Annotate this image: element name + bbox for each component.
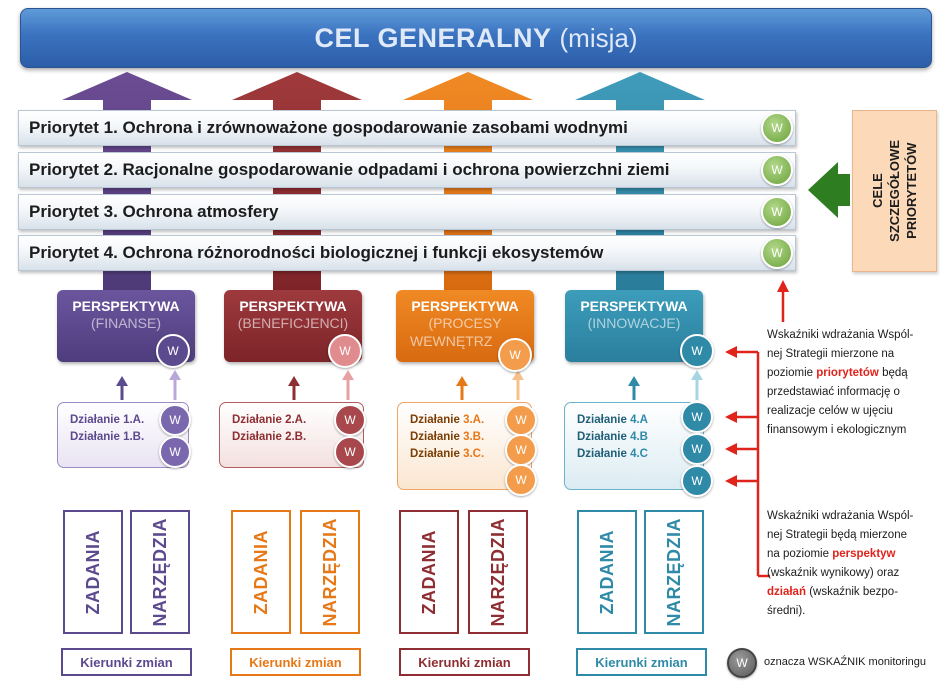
note-line: przedstawiać informację o — [767, 386, 900, 398]
tools-label: NARZĘDZIA — [319, 517, 340, 627]
action-item: Działanie 3.B. — [410, 431, 485, 443]
mission-banner: CEL GENERALNY (misja) — [20, 8, 932, 68]
indicator-w-icon: W — [505, 434, 537, 466]
directions-box-3: Kierunki zmian — [399, 648, 530, 676]
note-line: Wskaźniki wdrażania Wspól- — [767, 329, 914, 341]
tasks-box-3: ZADANIA — [399, 510, 459, 634]
note-line: poziomie priorytetów będą — [767, 367, 908, 379]
directions-label: Kierunki zmian — [595, 654, 688, 670]
tools-box-1: NARZĘDZIA — [130, 510, 190, 634]
note-line: średni). — [767, 605, 806, 617]
action-item: Działanie 4.A — [577, 414, 648, 426]
perspective-sub: (BENEFICJENCI) — [237, 315, 349, 331]
perspective-title: PERSPEKTYWA — [239, 298, 347, 314]
red-arrows — [725, 280, 789, 578]
action-item: Działanie 1.B. — [70, 431, 145, 443]
priority-label: Priorytet 4. Ochrona różnorodności biolo… — [29, 243, 604, 262]
indicator-w-icon: W — [681, 401, 713, 433]
perspective-title: PERSPEKTYWA — [580, 298, 688, 314]
perspective-sub: (INNOWACJE) — [587, 315, 681, 331]
tasks-box-2: ZADANIA — [231, 510, 291, 634]
indicator-w-icon: W — [681, 433, 713, 465]
indicator-w-icon: W — [505, 464, 537, 496]
note-line: (wskaźnik wynikowy) oraz — [767, 567, 900, 579]
action-item: Działanie 3.C. — [410, 448, 485, 460]
perspective-title: PERSPEKTYWA — [72, 298, 180, 314]
note-line: finansowym i ekologicznym — [767, 424, 907, 436]
tasks-label: ZADANIA — [250, 529, 271, 615]
side-line-1: CELE — [870, 173, 885, 209]
tasks-label: ZADANIA — [596, 529, 617, 615]
indicator-w-icon: W — [159, 404, 191, 436]
note-priorities: Wskaźniki wdrażania Wspól- nej Strategii… — [767, 326, 943, 440]
indicator-w-icon: W — [681, 465, 713, 497]
legend-w-icon: W — [727, 648, 757, 678]
indicator-w-icon: W — [159, 436, 191, 468]
priority-4: Priorytet 4. Ochrona różnorodności biolo… — [18, 235, 796, 271]
indicator-w-icon: W — [334, 404, 366, 436]
perspective-sub: (FINANSE) — [91, 315, 161, 331]
action-item: Działanie 3.A. — [410, 414, 485, 426]
directions-box-4: Kierunki zmian — [576, 648, 707, 676]
tools-box-3: NARZĘDZIA — [468, 510, 528, 634]
perspective-title: PERSPEKTYWA — [411, 298, 519, 314]
perspective-sub: (PROCESY — [428, 315, 502, 331]
note-line: na poziomie perspektyw — [767, 548, 896, 560]
action-item: Działanie 2.A. — [232, 414, 307, 426]
note-line: działań (wskaźnik bezpo- — [767, 586, 899, 598]
directions-box-2: Kierunki zmian — [230, 648, 361, 676]
directions-label: Kierunki zmian — [249, 654, 342, 670]
indicator-w-icon: W — [761, 237, 793, 269]
indicator-w-icon: W — [334, 436, 366, 468]
perspective-sub-2: WEWNĘTRZ — [410, 333, 493, 349]
side-line-3: PRIORYTETÓW — [904, 142, 919, 240]
note-line: Wskaźniki wdrażania Wspól- — [767, 510, 914, 522]
indicator-w-icon: W — [761, 196, 793, 228]
priority-label: Priorytet 1. Ochrona i zrównoważone gosp… — [29, 118, 628, 137]
tools-label: NARZĘDZIA — [487, 517, 508, 627]
priority-3: Priorytet 3. Ochrona atmosfery — [18, 194, 796, 230]
indicator-w-icon: W — [761, 112, 793, 144]
tools-box-4: NARZĘDZIA — [644, 510, 704, 634]
action-item: Działanie 4.B — [577, 431, 648, 443]
priority-label: Priorytet 2. Racjonalne gospodarowanie o… — [29, 160, 670, 179]
indicator-w-icon: W — [505, 404, 537, 436]
indicator-w-icon: W — [498, 338, 532, 372]
indicator-w-icon: W — [680, 334, 714, 368]
tools-box-2: NARZĘDZIA — [300, 510, 360, 634]
note-perspectives: Wskaźniki wdrażania Wspól- nej Strategii… — [767, 507, 943, 621]
tools-label: NARZĘDZIA — [663, 517, 684, 627]
priority-1: Priorytet 1. Ochrona i zrównoważone gosp… — [18, 110, 796, 146]
note-line: nej Strategii będą mierzone — [767, 529, 907, 541]
small-arrows — [116, 370, 703, 400]
side-line-2: SZCZEGÓŁOWE — [887, 140, 902, 242]
action-item: Działanie 1.A. — [70, 414, 145, 426]
actions-box-4: Działanie 4.A Działanie 4.B Działanie 4.… — [564, 402, 704, 490]
specific-goals-label: CELE SZCZEGÓŁOWE PRIORYTETÓW — [869, 140, 920, 242]
directions-label: Kierunki zmian — [418, 654, 511, 670]
priority-2: Priorytet 2. Racjonalne gospodarowanie o… — [18, 152, 796, 188]
directions-label: Kierunki zmian — [80, 654, 173, 670]
mission-title: CEL GENERALNY — [314, 22, 552, 53]
action-item: Działanie 2.B. — [232, 431, 307, 443]
action-item: Działanie 4.C — [577, 448, 648, 460]
indicator-w-icon: W — [156, 334, 190, 368]
tasks-label: ZADANIA — [418, 529, 439, 615]
indicator-w-icon: W — [761, 154, 793, 186]
directions-box-1: Kierunki zmian — [61, 648, 192, 676]
specific-goals-box: CELE SZCZEGÓŁOWE PRIORYTETÓW — [852, 110, 937, 272]
note-line: realizacje celów w ujęciu — [767, 405, 893, 417]
note-line: nej Strategii mierzone na — [767, 348, 895, 360]
tasks-box-1: ZADANIA — [63, 510, 123, 634]
priority-label: Priorytet 3. Ochrona atmosfery — [29, 202, 279, 221]
tasks-box-4: ZADANIA — [577, 510, 637, 634]
tools-label: NARZĘDZIA — [149, 517, 170, 627]
tasks-label: ZADANIA — [82, 529, 103, 615]
legend-text: oznacza WSKAŹNIK monitoringu — [764, 656, 927, 668]
green-arrow — [808, 162, 850, 218]
indicator-w-icon: W — [328, 334, 362, 368]
mission-subtitle: (misja) — [559, 22, 638, 53]
